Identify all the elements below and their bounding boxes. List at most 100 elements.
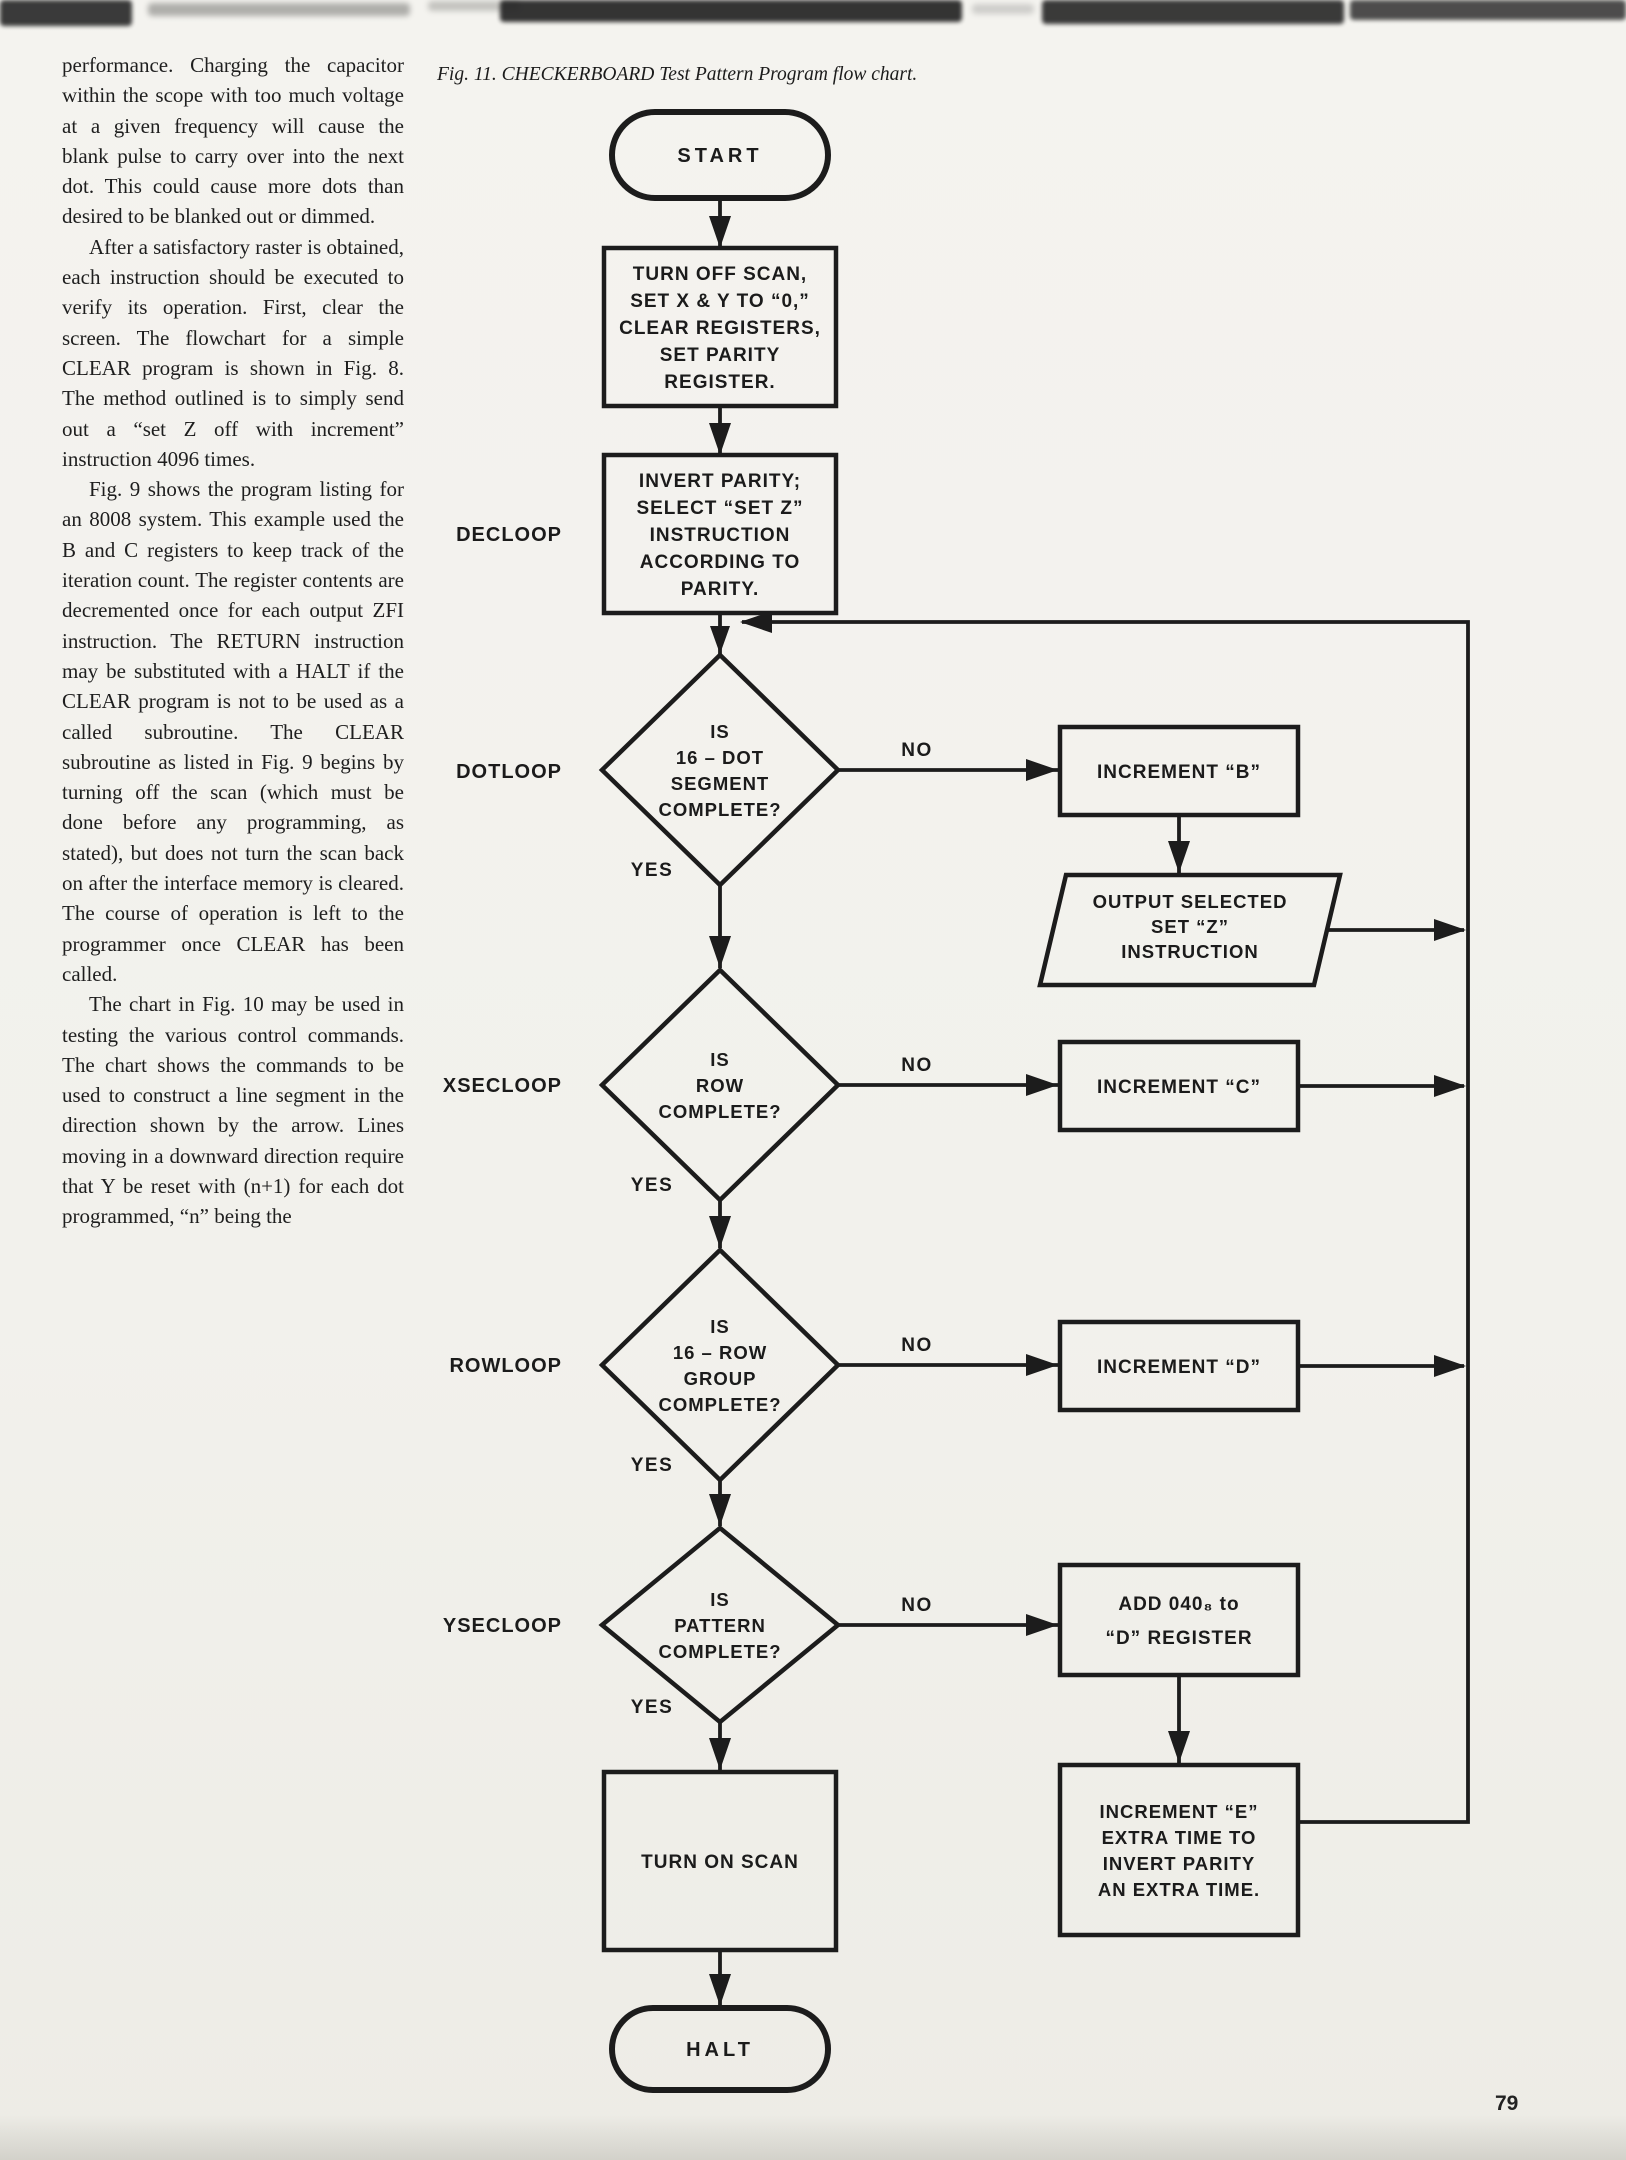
increment-e-line: AN EXTRA TIME. — [1098, 1879, 1260, 1900]
invert-line: INSTRUCTION — [650, 525, 791, 546]
arrowhead-right — [1026, 1614, 1058, 1636]
ysecloop-label: YSECLOOP — [443, 1615, 562, 1637]
article-paragraph: The chart in Fig. 10 may be used in test… — [62, 992, 404, 1229]
start-node: START — [609, 109, 831, 201]
invert-line: INVERT PARITY; — [639, 471, 801, 492]
scan-noise-blob — [428, 1, 520, 11]
rowloop-line: 16 – ROW — [673, 1342, 767, 1363]
article-paragraph: After a satisfactory raster is obtained,… — [62, 234, 404, 471]
output-z-line: INSTRUCTION — [1121, 941, 1258, 962]
halt-label: HALT — [686, 2039, 754, 2061]
ysecloop-diamond: IS PATTERN COMPLETE? — [598, 1525, 842, 1725]
xsecloop-line: ROW — [696, 1075, 744, 1096]
invert-line: SELECT “SET Z” — [636, 498, 803, 519]
arrowhead-right — [1434, 1355, 1466, 1377]
scan-noise-blob — [148, 3, 410, 16]
increment-e-line: INVERT PARITY — [1103, 1853, 1255, 1874]
turn-off-scan-node: TURN OFF SCAN, SET X & Y TO “0,” CLEAR R… — [601, 245, 839, 409]
turn-off-line: REGISTER. — [664, 372, 775, 393]
dotloop-yes-label: YES — [631, 860, 674, 881]
start-label: START — [677, 145, 762, 167]
arrowhead-right — [1434, 1075, 1466, 1097]
arrowhead-down — [709, 936, 731, 968]
ysecloop-line: COMPLETE? — [658, 1641, 781, 1662]
rowloop-line: GROUP — [684, 1368, 757, 1389]
dotloop-line: 16 – DOT — [676, 747, 764, 768]
arrowhead-down — [709, 1216, 731, 1248]
dotloop-diamond: IS 16 – DOT SEGMENT COMPLETE? — [598, 651, 842, 889]
article-paragraph: Fig. 9 shows the program listing for an … — [62, 477, 404, 986]
scan-noise-blob — [1350, 0, 1626, 20]
increment-d-box: INCREMENT “D” — [1057, 1319, 1301, 1413]
increment-c-box: INCREMENT “C” — [1057, 1039, 1301, 1133]
increment-e-line: INCREMENT “E” — [1100, 1801, 1259, 1822]
ysecloop-line: IS — [710, 1589, 729, 1610]
rowloop-line: IS — [710, 1316, 729, 1337]
arrowhead-right — [1026, 759, 1058, 781]
add-040-line: “D” REGISTER — [1105, 1628, 1252, 1649]
rowloop-diamond: IS 16 – ROW GROUP COMPLETE? — [598, 1246, 842, 1484]
xsecloop-diamond: IS ROW COMPLETE? — [598, 966, 842, 1204]
output-z-parallelogram: OUTPUT SELECTED SET “Z” INSTRUCTION — [1037, 872, 1343, 988]
output-z-line: SET “Z” — [1151, 916, 1229, 937]
rowloop-label: ROWLOOP — [449, 1355, 562, 1377]
increment-c-label: INCREMENT “C” — [1097, 1077, 1261, 1098]
increment-b-box: INCREMENT “B” — [1057, 724, 1301, 818]
figure-caption: Fig. 11. CHECKERBOARD Test Pattern Progr… — [437, 64, 918, 85]
arrowhead-down — [709, 1494, 731, 1526]
arrowhead-right — [1026, 1354, 1058, 1376]
invert-parity-node: INVERT PARITY; SELECT “SET Z” INSTRUCTIO… — [601, 452, 839, 616]
scan-noise-blob — [500, 0, 962, 22]
page-bottom-shading — [0, 2114, 1626, 2160]
increment-e-box: INCREMENT “E” EXTRA TIME TO INVERT PARIT… — [1057, 1762, 1301, 1938]
scan-noise-blob — [1042, 0, 1344, 24]
page-number: 79 — [1495, 2092, 1519, 2115]
article-paragraph: performance. Charging the capacitor with… — [62, 53, 404, 229]
dotloop-line: COMPLETE? — [658, 799, 781, 820]
turn-off-line: SET PARITY — [660, 345, 781, 366]
turn-on-scan-node: TURN ON SCAN — [601, 1769, 839, 1953]
flow-connectors — [709, 198, 1470, 2006]
invert-line: PARITY. — [681, 579, 759, 600]
xsecloop-yes-label: YES — [631, 1175, 674, 1196]
turn-off-line: TURN OFF SCAN, — [633, 264, 807, 285]
dotloop-line: SEGMENT — [671, 773, 769, 794]
arrowhead-down — [709, 1738, 731, 1770]
ysecloop-no-label: NO — [901, 1595, 933, 1616]
rowloop-no-label: NO — [901, 1335, 933, 1356]
xsecloop-label: XSECLOOP — [443, 1075, 562, 1097]
dotloop-label: DOTLOOP — [456, 761, 562, 783]
turn-off-line: CLEAR REGISTERS, — [619, 318, 821, 339]
rowloop-yes-label: YES — [631, 1455, 674, 1476]
turn-off-line: SET X & Y TO “0,” — [630, 291, 810, 312]
dotloop-line: IS — [710, 721, 729, 742]
arrowhead-down — [1168, 841, 1190, 873]
arrowhead-down — [709, 216, 731, 248]
arrowhead-down — [709, 423, 731, 455]
xsecloop-line: IS — [710, 1049, 729, 1070]
article-text-column: performance. Charging the capacitor with… — [62, 50, 404, 1232]
increment-b-label: INCREMENT “B” — [1097, 762, 1261, 783]
ysecloop-yes-label: YES — [631, 1697, 674, 1718]
add-040-line: ADD 040₈ to — [1118, 1594, 1239, 1615]
dotloop-no-label: NO — [901, 740, 933, 761]
ysecloop-line: PATTERN — [674, 1615, 766, 1636]
rowloop-line: COMPLETE? — [658, 1394, 781, 1415]
turn-on-scan-label: TURN ON SCAN — [641, 1852, 799, 1873]
arrowhead-right — [1026, 1074, 1058, 1096]
scan-noise-blob — [0, 0, 132, 26]
arrowhead-down — [710, 626, 730, 654]
arrowhead-left — [740, 611, 772, 633]
decloop-label: DECLOOP — [456, 524, 562, 546]
arrowhead-right — [1434, 919, 1466, 941]
xsecloop-line: COMPLETE? — [658, 1101, 781, 1122]
xsecloop-no-label: NO — [901, 1055, 933, 1076]
add-040-box: ADD 040₈ to “D” REGISTER — [1057, 1562, 1301, 1678]
invert-line: ACCORDING TO — [640, 552, 800, 573]
scan-noise-blob — [972, 4, 1034, 14]
increment-e-line: EXTRA TIME TO — [1102, 1827, 1257, 1848]
increment-d-label: INCREMENT “D” — [1097, 1357, 1261, 1378]
halt-node: HALT — [609, 2005, 831, 2093]
output-z-line: OUTPUT SELECTED — [1093, 891, 1288, 912]
